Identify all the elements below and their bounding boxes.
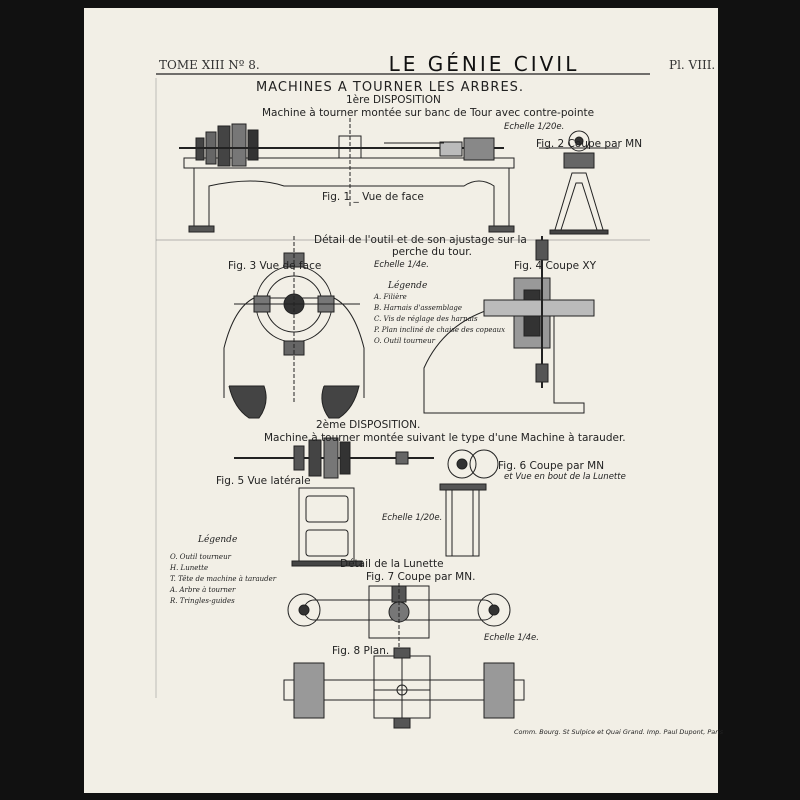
- legend-1-title: Légende: [388, 281, 428, 291]
- scale-fig3: Echelle 1/4e.: [374, 260, 429, 270]
- legend-1-item: B. Harnais d'assemblage: [374, 304, 463, 312]
- tome-number: TOME XIII Nº 8.: [159, 58, 260, 72]
- fig2-section-drawing: [539, 130, 619, 235]
- fig1-lathe-drawing: [179, 118, 515, 233]
- disposition-2-heading: 2ème DISPOSITION.: [316, 419, 421, 431]
- journal-title: LE GÉNIE CIVIL: [388, 52, 580, 76]
- legend-2-item: O. Outil tourneur: [170, 553, 231, 561]
- legend-2-item: H. Lunette: [170, 564, 209, 572]
- fig7-lunette-section: [287, 583, 511, 648]
- fig5-caption: Fig. 5 Vue latérale: [216, 475, 311, 487]
- legend-1-item: P. Plan incliné de chaise des copeaux: [374, 326, 506, 334]
- fig6-caption-line2: et Vue en bout de la Lunette: [504, 472, 626, 482]
- disposition-2-subtitle: Machine à tourner montée suivant le type…: [264, 432, 626, 444]
- plate-number: Pl. VIII.: [669, 58, 716, 72]
- fig4-section-drawing: [423, 236, 595, 414]
- detail-title-line2: perche du tour.: [392, 246, 472, 258]
- disposition-1-heading: 1ère DISPOSITION: [346, 94, 441, 106]
- fig3-caption: Fig. 3 Vue de face: [228, 260, 322, 272]
- legend-1-item: A. Filière: [374, 293, 407, 301]
- main-title: MACHINES A TOURNER LES ARBRES.: [256, 80, 525, 95]
- legend-2-item: T. Tête de machine à tarauder: [170, 575, 277, 583]
- engraved-plate-sheet: TOME XIII Nº 8. LE GÉNIE CIVIL Pl. VIII.…: [84, 8, 723, 793]
- detail-title-line1: Détail de l'outil et de son ajustage sur…: [314, 234, 527, 246]
- fig6-caption: Fig. 6 Coupe par MN: [498, 460, 605, 472]
- fig6-lunette-drawing: [439, 449, 499, 557]
- scale-fig7: Echelle 1/4e.: [484, 633, 539, 643]
- lunette-title: Détail de la Lunette: [340, 558, 444, 570]
- fig7-caption: Fig. 7 Coupe par MN.: [366, 571, 476, 583]
- legend-1-item: O. Outil tourneur: [374, 337, 435, 345]
- fig5-machine-drawing: [234, 437, 434, 567]
- legend-1: Légende A. Filière B. Harnais d'assembla…: [374, 281, 505, 347]
- legend-2-title: Légende: [198, 535, 238, 545]
- scale-fig1: Echelle 1/20e.: [504, 122, 565, 132]
- legend-2-item: R. Tringles-guides: [170, 597, 235, 605]
- printer-imprint: Comm. Bourg. St Sulpice et Quai Grand. I…: [514, 728, 724, 736]
- fig4-caption: Fig. 4 Coupe XY: [514, 260, 597, 272]
- fig8-lunette-plan: [283, 647, 525, 729]
- fig3-tool-drawing: [223, 236, 365, 419]
- legend-1-item: C. Vis de réglage des harnais: [374, 315, 478, 323]
- legend-2: Légende O. Outil tourneur H. Lunette T. …: [170, 535, 276, 607]
- fig1-caption: Fig. 1 _ Vue de face: [322, 191, 424, 203]
- fig8-caption: Fig. 8 Plan.: [332, 645, 390, 657]
- fig2-caption: Fig. 2 Coupe par MN: [536, 138, 643, 150]
- technical-drawing: [155, 73, 650, 729]
- legend-2-item: A. Arbre à tourner: [170, 586, 236, 594]
- disposition-1-subtitle: Machine à tourner montée sur banc de Tou…: [262, 107, 595, 119]
- scale-fig5: Echelle 1/20e.: [382, 513, 443, 523]
